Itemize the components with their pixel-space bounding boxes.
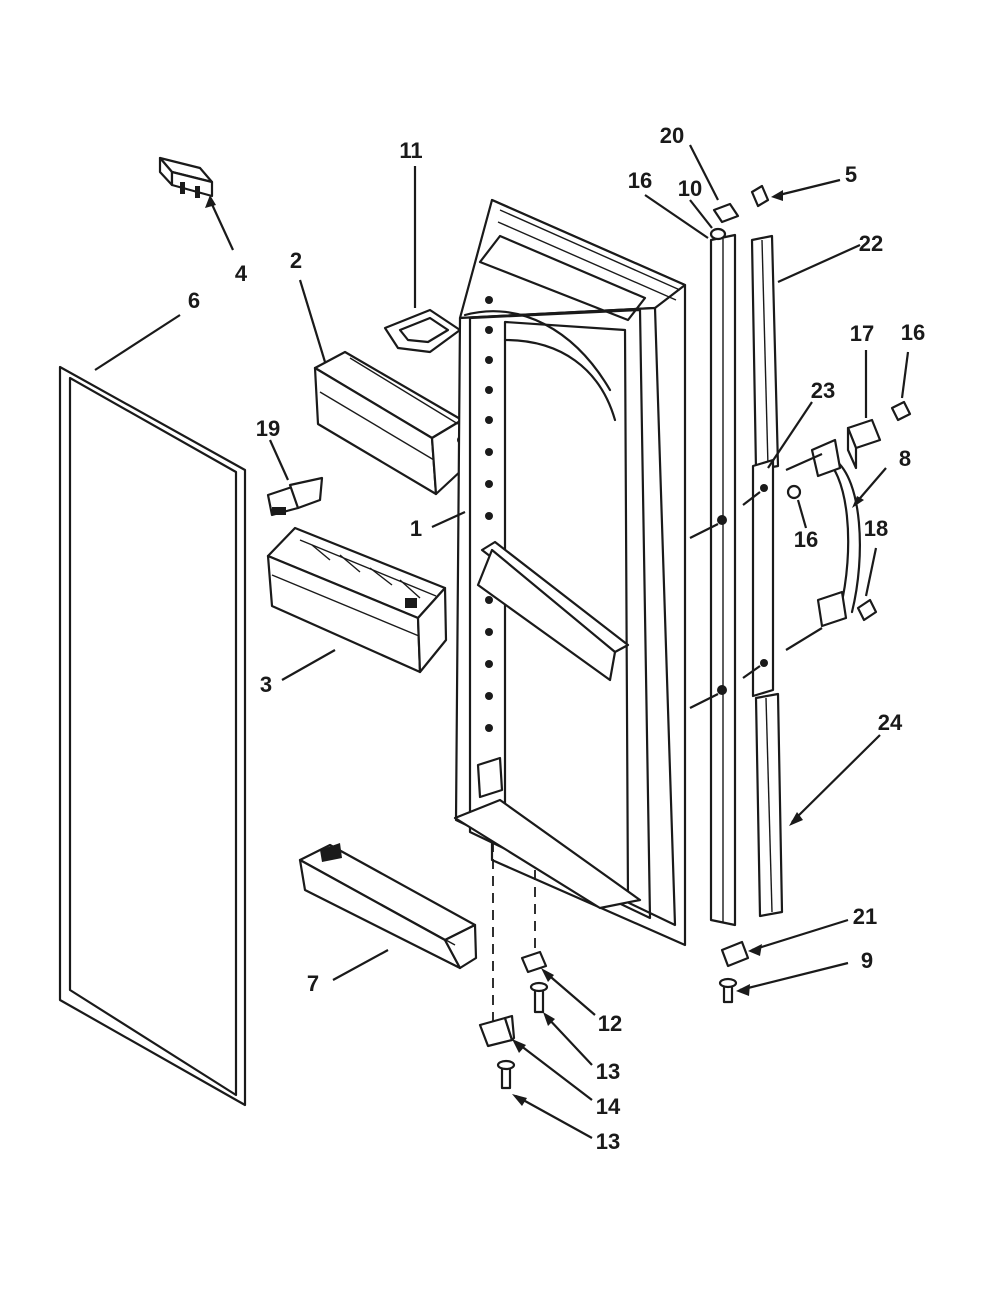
part-handle-bracket [846,350,882,470]
part-door-bin [266,526,448,681]
callout-13: 13 [596,1059,620,1084]
part-dairy-compartment [298,279,466,496]
callout-1: 1 [410,516,422,541]
callout-21: 21 [853,904,877,929]
part-top-hinge-hardware [644,144,861,284]
callout-13: 13 [596,1129,620,1154]
callout-20: 20 [660,123,684,148]
leader-24 [789,734,881,826]
part-handle-trim-rail [689,233,737,927]
part-bottom-hinge [478,842,596,1139]
part-door-gasket [58,365,247,1107]
part-screws-handle [786,351,912,622]
part-lower-trim-strip [754,692,784,918]
callout-19: 19 [256,416,280,441]
callout-14: 14 [596,1094,621,1119]
callout-23: 23 [811,378,835,403]
part-handle-mount-strip [742,458,775,698]
part-hinge-cap [158,156,234,251]
callout-4: 4 [235,261,248,286]
part-upper-trim-strip [750,234,780,472]
callout-6: 6 [188,288,200,313]
callout-16: 16 [901,320,925,345]
callout-12: 12 [598,1011,622,1036]
part-bottom-hinge-hardware [718,918,849,1004]
callout-11: 11 [399,138,422,163]
leader-6 [94,314,181,371]
part-door-panel [431,198,687,947]
callout-17: 17 [850,321,874,346]
callout-22: 22 [859,231,883,256]
part-clip [266,439,324,517]
callout-10: 10 [678,176,702,201]
callout-5: 5 [845,162,857,187]
callout-8: 8 [899,446,911,471]
callout-16: 16 [794,527,818,552]
part-door-handle [785,438,887,651]
leader-23 [767,401,813,469]
callout-3: 3 [260,672,272,697]
part-lower-bin [298,843,478,981]
callout-18: 18 [864,516,888,541]
callout-labels: 1 2 3 4 5 6 7 8 9 10 11 12 13 14 13 16 1… [188,123,925,1154]
callout-9: 9 [861,948,873,973]
callout-24: 24 [878,710,903,735]
callout-2: 2 [290,248,302,273]
part-dairy-door [383,166,462,354]
callout-7: 7 [307,971,319,996]
callout-16: 16 [628,168,652,193]
